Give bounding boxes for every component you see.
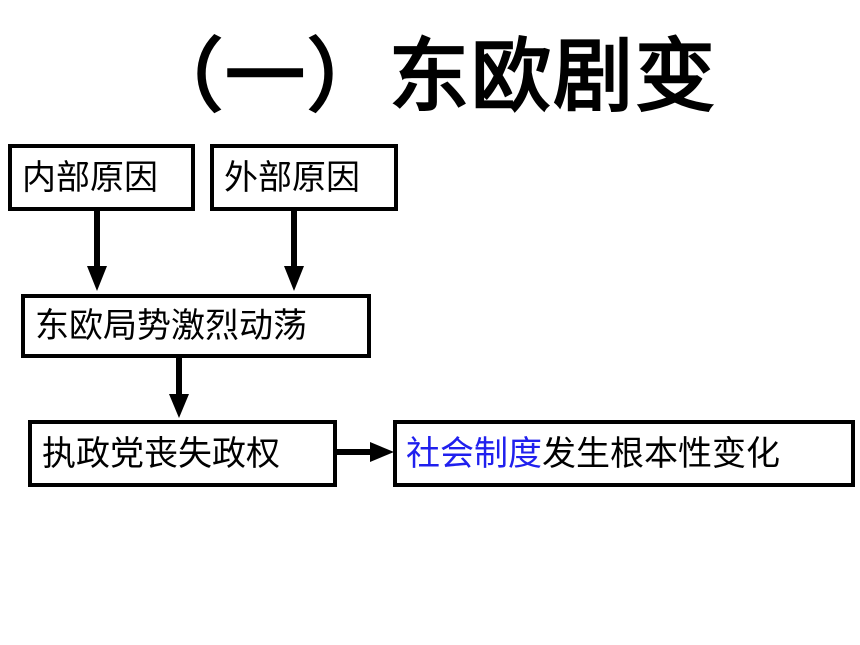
turmoil-label: 东欧局势激烈动荡 [35, 306, 307, 346]
lose-power-box: 执政党丧失政权 [28, 420, 337, 487]
internal-cause-label: 内部原因 [22, 157, 158, 198]
turmoil-box: 东欧局势激烈动荡 [21, 294, 371, 358]
arrow-external-to-turmoil [284, 211, 304, 291]
internal-cause-box: 内部原因 [8, 144, 195, 211]
lose-power-label: 执政党丧失政权 [42, 433, 280, 474]
arrow-turmoil-to-lose-power [169, 358, 189, 418]
arrow-internal-to-turmoil [87, 211, 107, 291]
system-change-highlight: 社会制度 [406, 433, 542, 474]
arrow-lose-power-to-system-change [337, 442, 394, 462]
external-cause-label: 外部原因 [224, 157, 360, 198]
system-change-rest: 发生根本性变化 [542, 433, 780, 474]
system-change-box: 社会制度发生根本性变化 [393, 420, 855, 487]
page-title: （一）东欧剧变 [143, 30, 717, 123]
external-cause-box: 外部原因 [210, 144, 398, 211]
